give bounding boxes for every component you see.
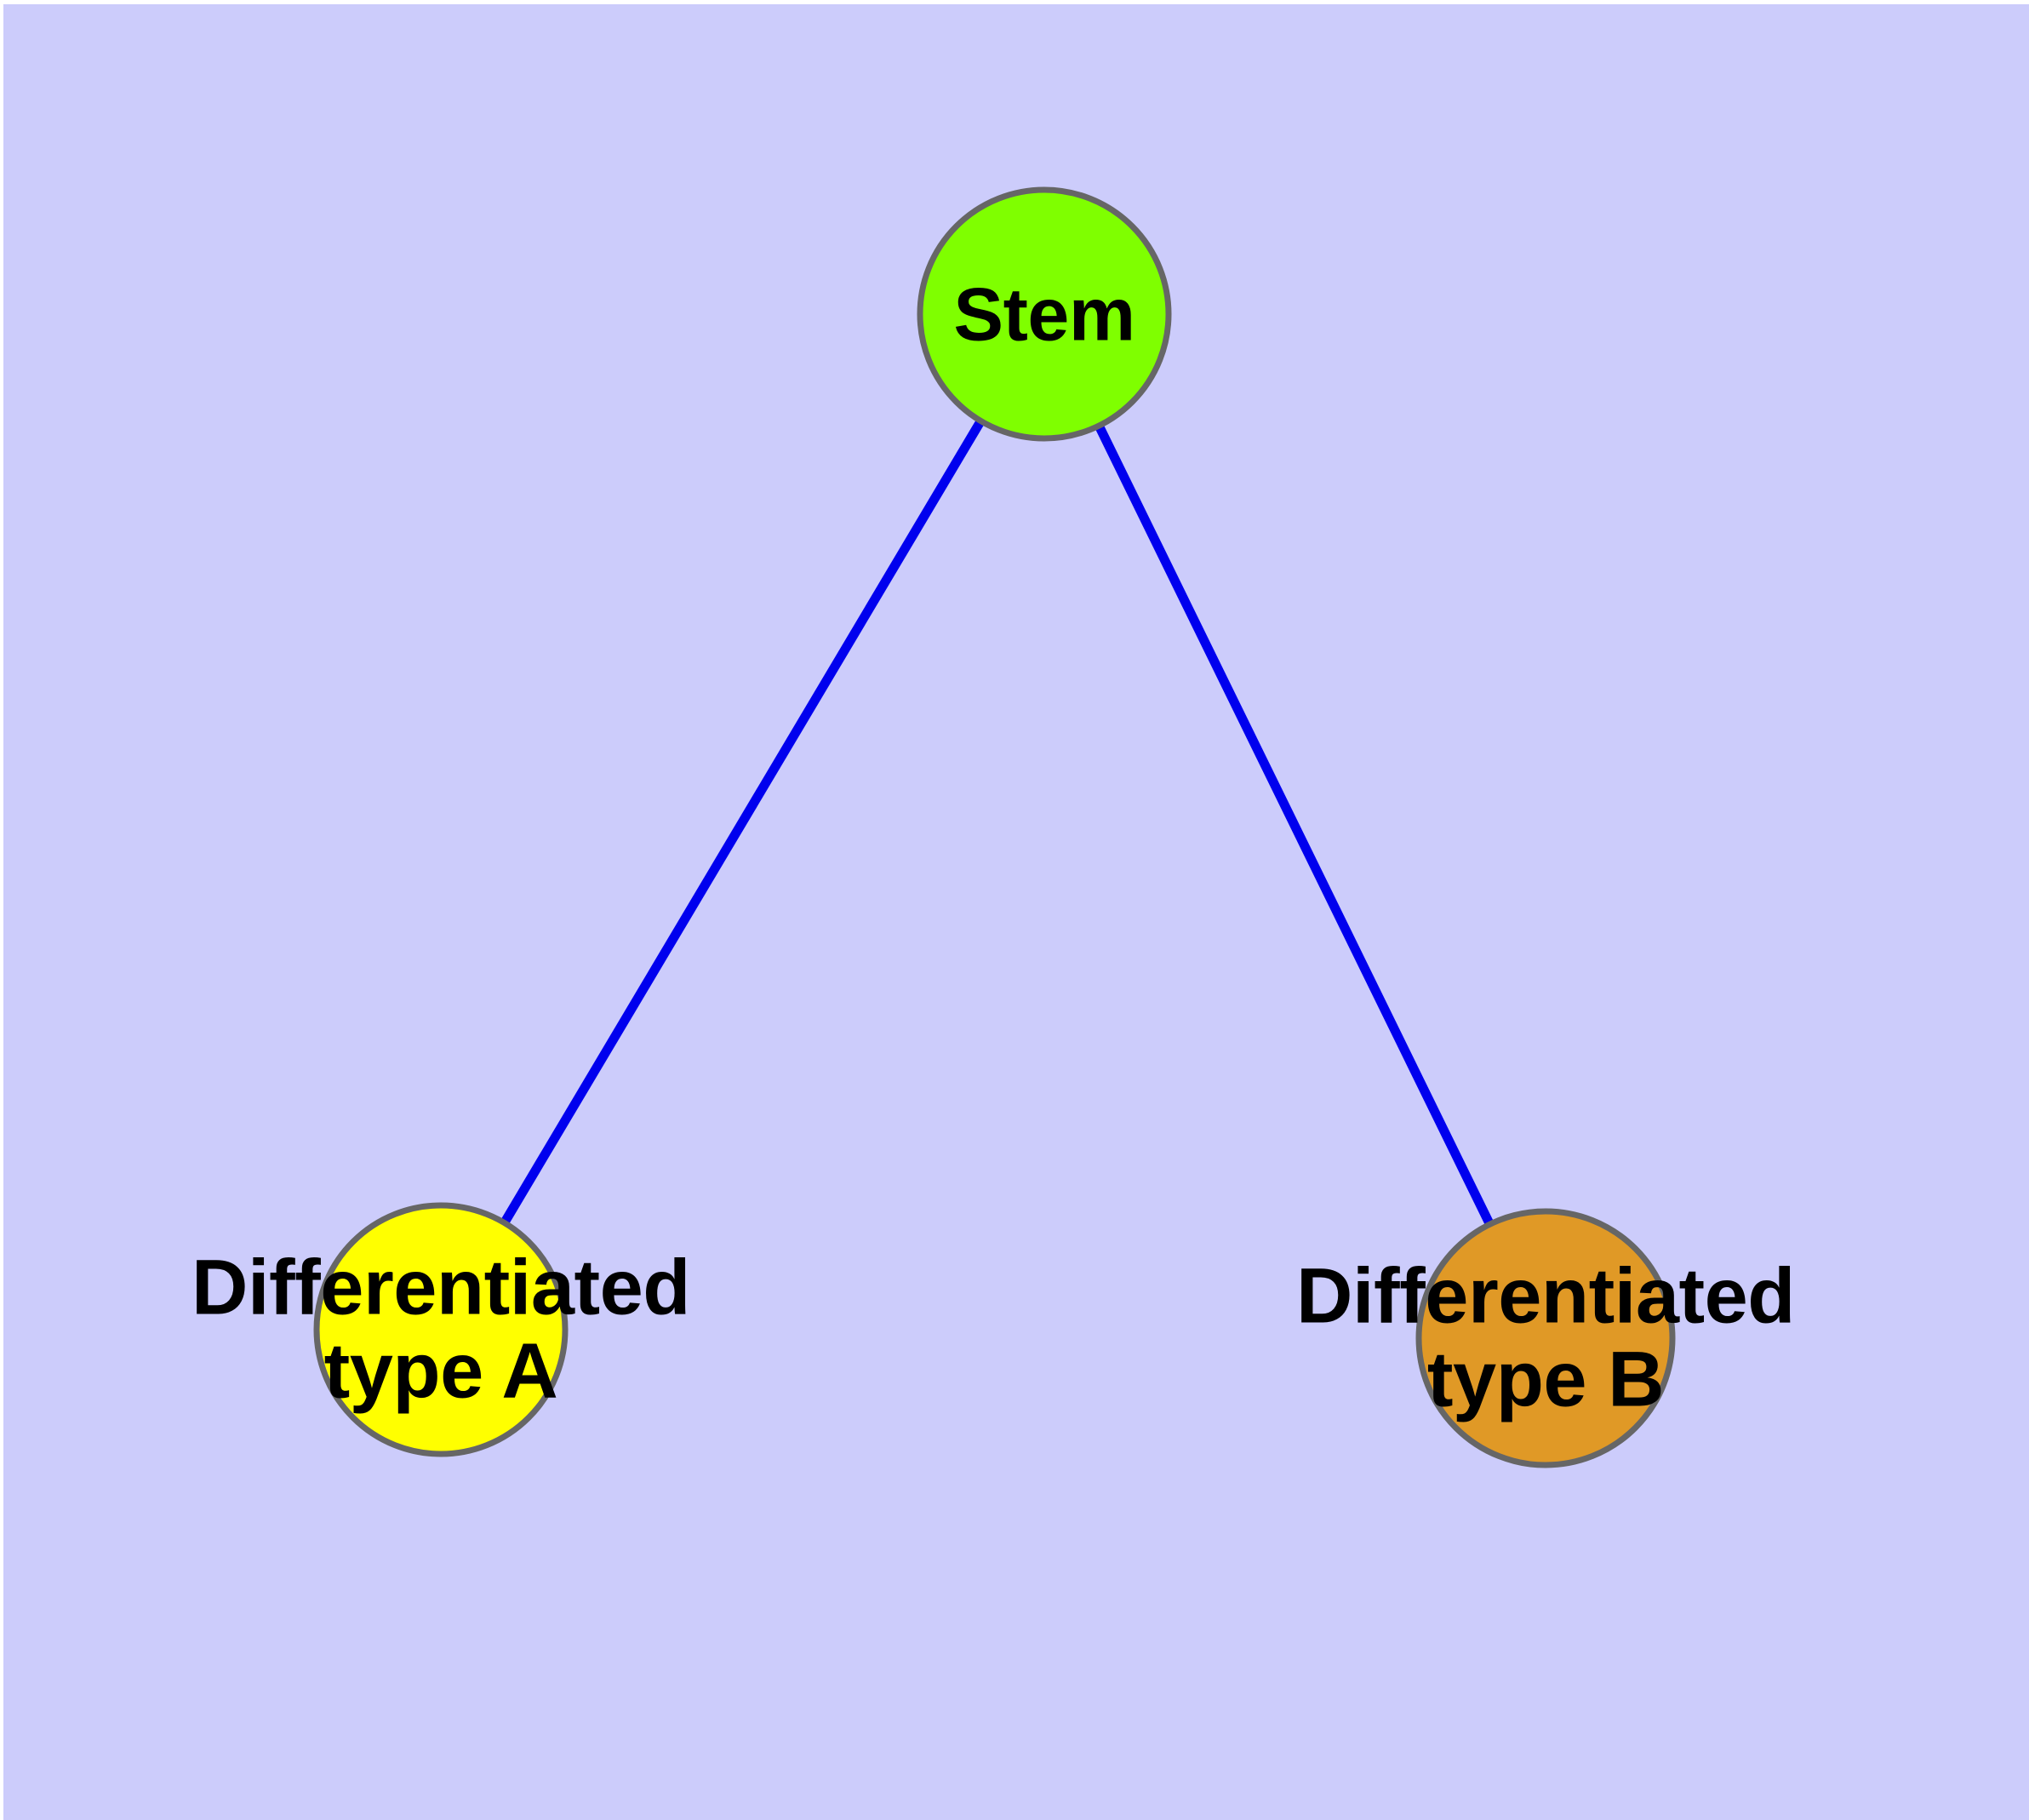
graph-node-stem[interactable] (917, 186, 1172, 442)
graph-svg (313, 186, 1676, 1468)
node-layer (313, 186, 1676, 1468)
edge-layer (437, 312, 1550, 1341)
graph-edge-stem-to-diff-a[interactable] (437, 312, 1049, 1332)
graph-node-diff_b[interactable] (1415, 1208, 1676, 1468)
graph-node-diff_a[interactable] (313, 1202, 569, 1457)
graph-edge-stem-to-diff-b[interactable] (1040, 312, 1550, 1341)
